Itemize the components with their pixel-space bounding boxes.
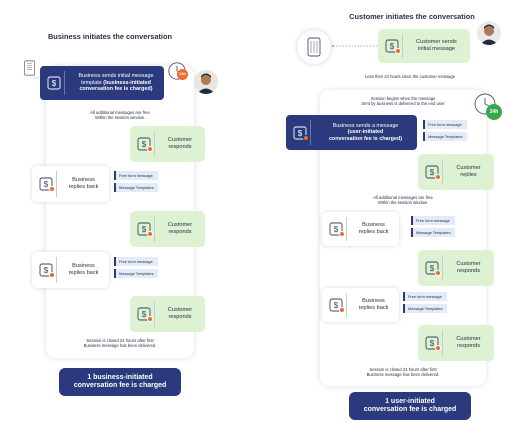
svg-text:$: $ [142, 310, 147, 319]
option-free-form: Free form message [411, 216, 455, 225]
svg-text:$: $ [44, 266, 49, 275]
free-badge-icon [435, 174, 441, 180]
dollar-fee-icon: $ [137, 222, 153, 237]
business-initial-message-text: Business sends initial message template … [78, 73, 154, 93]
dollar-fee-icon: $ [385, 39, 401, 54]
free-badge-icon [49, 272, 55, 278]
option-free-form: Free form message [403, 292, 447, 301]
dollar-fee-icon: $ [425, 336, 441, 351]
dollar-fee-icon: $ [425, 165, 441, 180]
dollar-fee-icon: $ [329, 298, 345, 313]
option-free-form: Free form message [114, 171, 158, 180]
dollar-fee-icon: $ [425, 261, 441, 276]
option-free-form: Free form message [114, 257, 158, 266]
dollar-fee-icon: $ [329, 222, 345, 237]
clock-icon: 24h [167, 61, 189, 83]
dollar-fee-icon: $ [137, 137, 153, 152]
free-badge-icon [147, 316, 153, 322]
svg-text:$: $ [52, 79, 57, 88]
free-badge-icon [147, 146, 153, 152]
free-badge-icon [395, 48, 401, 54]
free-badge-icon [49, 186, 55, 192]
svg-text:$: $ [334, 225, 339, 234]
svg-text:$: $ [430, 264, 435, 273]
business-sends-message-box: $ Business sends a message(user-initiate… [286, 115, 417, 150]
option-templates: Message Templates [411, 228, 455, 237]
svg-text:$: $ [44, 180, 49, 189]
customer-avatar [477, 21, 501, 45]
clock-24h-badge: 24h [486, 104, 502, 120]
clock-icon: 24h [472, 92, 502, 122]
reply-options: Free form message Message Templates [114, 171, 158, 195]
reply-options: Free form message Message Templates [114, 257, 158, 281]
svg-text:$: $ [390, 42, 395, 51]
business-avatar [194, 70, 218, 94]
free-badge-icon [339, 307, 345, 313]
svg-text:$: $ [298, 129, 303, 138]
fee-badge-icon [303, 134, 309, 141]
svg-text:$: $ [334, 301, 339, 310]
dollar-fee-icon: $ [47, 76, 61, 90]
option-templates: Message Templates [114, 183, 158, 192]
free-badge-icon [147, 231, 153, 237]
business-initial-message: $ Business sends initial message templat… [40, 66, 164, 100]
dollar-fee-icon: $ [293, 126, 309, 141]
option-free-form: Free form message [423, 120, 467, 129]
svg-text:$: $ [430, 339, 435, 348]
reply-options: Free form message Message Templates [423, 120, 467, 144]
dollar-fee-icon: $ [137, 307, 153, 322]
reply-options: Free form message Message Templates [411, 216, 455, 240]
svg-text:$: $ [430, 168, 435, 177]
free-badge-icon [339, 231, 345, 237]
phone-icon [23, 60, 36, 76]
free-badge-icon [435, 345, 441, 351]
right-heading: Customer initiates the conversation [349, 12, 475, 21]
free-badge-icon [435, 270, 441, 276]
svg-text:$: $ [142, 225, 147, 234]
phone-icon [297, 30, 331, 64]
left-heading: Business initiates the conversation [47, 32, 173, 41]
timing-note: Less then 24 hours since the customer me… [364, 74, 456, 79]
option-templates: Message Templates [423, 132, 467, 141]
dollar-fee-icon: $ [39, 263, 55, 278]
option-templates: Message Templates [403, 304, 447, 313]
option-templates: Message Templates [114, 269, 158, 278]
reply-options: Free form message Message Templates [403, 292, 447, 316]
dollar-fee-icon: $ [39, 177, 55, 192]
clock-24h-badge: 24h [177, 69, 188, 80]
svg-text:$: $ [142, 140, 147, 149]
